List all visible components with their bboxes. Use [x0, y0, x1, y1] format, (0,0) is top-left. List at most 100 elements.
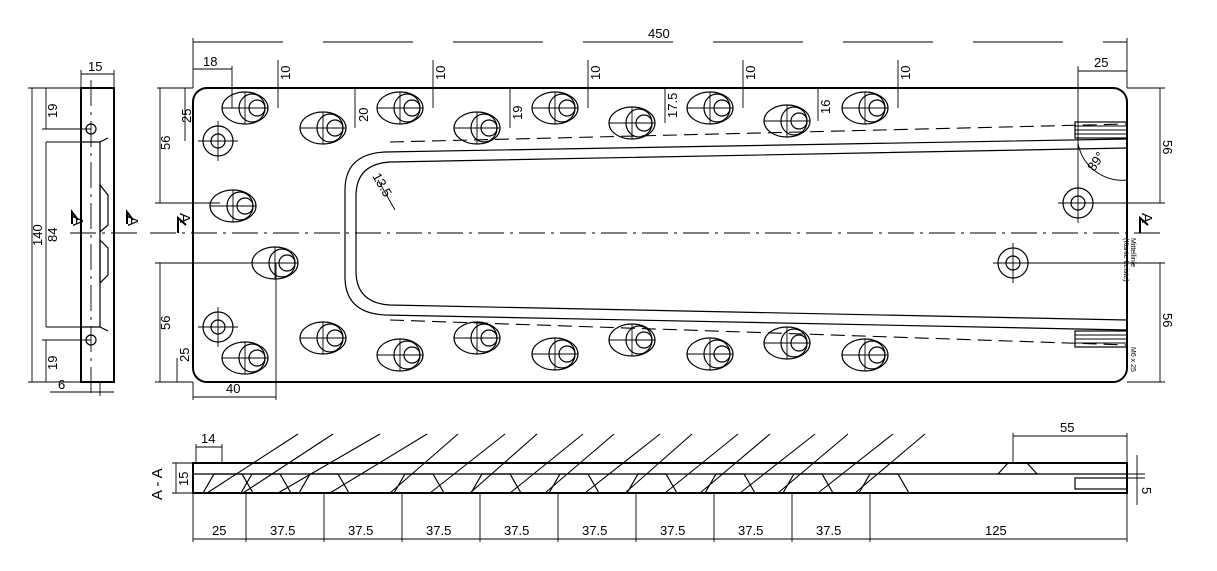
dim-10-d: 10 [743, 66, 758, 80]
dim-side-overall: 140 [30, 224, 45, 246]
side-view-bevel-top [81, 137, 109, 143]
section-outline [192, 462, 1128, 494]
dim-pitch-1: 37.5 [270, 523, 295, 538]
countersunk-hole [608, 106, 656, 140]
countersunk-hole [841, 338, 889, 372]
hole-round [198, 307, 238, 347]
countersunk-hole [221, 341, 269, 375]
section-thread-insert [1074, 477, 1128, 490]
dim-18: 18 [203, 54, 217, 69]
dim-56-right-bottom: 56 [1160, 313, 1175, 327]
dim-56-left-bottom: 56 [158, 316, 173, 330]
section-countersink-right [996, 462, 1039, 475]
note-thread-m6: M6 x 25 [1129, 347, 1136, 372]
dim-56-left-top: 56 [158, 136, 173, 150]
countersunk-hole [299, 111, 347, 145]
dim-pitch-0: 25 [212, 523, 226, 538]
dim-side-bottom: 6 [58, 377, 65, 392]
hidden-line-bottom [389, 319, 1128, 346]
countersunk-hole [841, 91, 889, 125]
countersunk-hole [376, 338, 424, 372]
dim-25-left-bottom: 25 [177, 348, 192, 362]
section-hatching [206, 433, 926, 494]
dim-16: 16 [818, 100, 833, 114]
countersunk-hole [376, 91, 424, 125]
countersunk-hole [453, 321, 501, 355]
hidden-line-top [389, 123, 1128, 143]
dim-pitch-4: 37.5 [504, 523, 529, 538]
dim-side-19-bottom: 19 [45, 356, 60, 370]
section-countersink [782, 473, 834, 494]
side-view-bevel-bottom [81, 326, 109, 332]
dim-25-left-top: 25 [179, 109, 194, 123]
section-label: A - A [149, 468, 166, 500]
countersunk-hole [531, 337, 579, 371]
dim-pitch-2: 37.5 [348, 523, 373, 538]
section-view: A - A 14 15 55 5 25 37.5 37.5 37.5 37.5 [149, 420, 1154, 542]
angle-arc [1077, 142, 1128, 181]
countersunk-hole [299, 321, 347, 355]
dim-side-inner: 84 [45, 228, 60, 242]
side-section-mark-right: A [124, 216, 141, 226]
dim-17-5: 17.5 [665, 93, 680, 118]
side-view-countersink-1 [99, 183, 109, 234]
side-view: 15 140 84 19 19 6 A A [28, 59, 141, 396]
front-section-arrow-left [177, 215, 187, 233]
side-section-arrow-left [71, 209, 79, 224]
dim-overall-length: 450 [648, 26, 670, 41]
dim-side-19-top: 19 [45, 104, 60, 118]
dim-pitch-7: 37.5 [738, 523, 763, 538]
dim-19: 19 [510, 106, 525, 120]
dim-section-5: 5 [1139, 487, 1154, 494]
countersunk-hole [209, 189, 257, 223]
dim-pitch-8: 37.5 [816, 523, 841, 538]
dim-20: 20 [356, 108, 371, 122]
channel-inner [355, 147, 1128, 321]
hole-round [993, 243, 1033, 283]
note-mittellinie: Mittellinie [1129, 238, 1136, 267]
countersunk-hole [608, 323, 656, 357]
dim-pitch-6: 37.5 [660, 523, 685, 538]
dim-56-right-top: 56 [1160, 140, 1175, 154]
dim-angle-89: 89° [1084, 149, 1108, 174]
hole-round [1058, 183, 1098, 223]
hole-round [198, 121, 238, 161]
countersunk-hole [453, 111, 501, 145]
section-countersink [201, 473, 255, 494]
dim-40: 40 [226, 381, 240, 396]
channel-outer [344, 138, 1128, 331]
dim-10-b: 10 [433, 66, 448, 80]
section-countersink [704, 473, 756, 494]
dim-section-14: 14 [201, 431, 215, 446]
thread-insert-top [1074, 121, 1128, 139]
dim-side-top: 15 [88, 59, 102, 74]
front-section-mark-left: A [176, 213, 193, 223]
countersunk-hole [686, 337, 734, 371]
countersunk-hole [531, 91, 579, 125]
dim-section-15: 15 [176, 472, 191, 486]
countersunk-hole [221, 91, 269, 125]
dim-radius-13-5: 13.5 [369, 170, 395, 199]
countersunk-hole [763, 326, 811, 360]
dim-pitch-5: 37.5 [582, 523, 607, 538]
dim-section-55: 55 [1060, 420, 1074, 435]
thread-insert-bottom [1074, 330, 1128, 348]
countersunk-hole [763, 104, 811, 138]
front-view: 450 18 10 10 10 10 10 25 25 20 19 17.5 1… [150, 26, 1175, 400]
plate-outline [192, 87, 1128, 383]
front-section-mark-right: A [1138, 213, 1155, 223]
side-section-arrow-right [126, 209, 134, 224]
dim-10-a: 10 [278, 66, 293, 80]
side-view-countersink-2 [99, 238, 109, 285]
dim-pitch-9: 125 [985, 523, 1007, 538]
side-view-outline [80, 87, 115, 383]
dim-10-c: 10 [588, 66, 603, 80]
dim-25-top-right: 25 [1094, 55, 1108, 70]
section-countersink [626, 473, 678, 494]
note-kante-leiste: (Kante Leiste) [1122, 238, 1129, 282]
dim-10-e: 10 [898, 66, 913, 80]
countersunk-hole [686, 91, 734, 125]
dim-pitch-3: 37.5 [426, 523, 451, 538]
front-section-arrow-right [1139, 215, 1149, 233]
